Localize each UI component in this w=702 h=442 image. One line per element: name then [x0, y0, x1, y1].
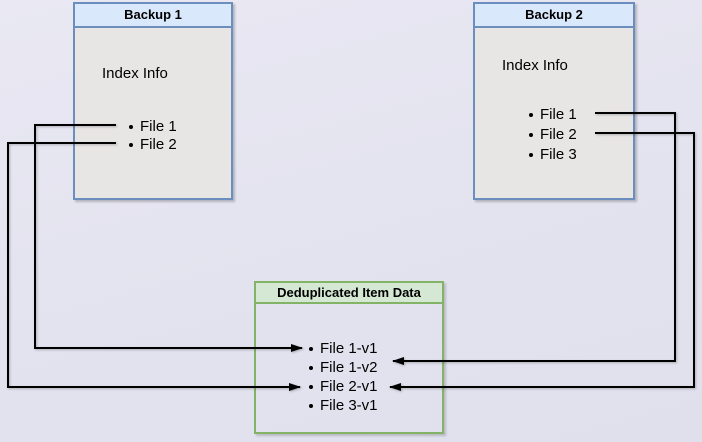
- index-info-label: Index Info: [102, 65, 168, 82]
- node-backup-2: Backup 2 Index Info File 1 File 2 File 3: [473, 2, 635, 200]
- node-backup-2-title: Backup 2: [475, 4, 633, 28]
- list-item: File 2-v1: [308, 377, 378, 396]
- node-backup-1: Backup 1 Index Info File 1 File 2: [73, 2, 233, 200]
- file-list: File 1 File 2 File 3: [528, 105, 577, 165]
- file-list: File 1 File 2: [128, 118, 177, 154]
- list-item: File 1-v2: [308, 358, 378, 377]
- file-list: File 1-v1 File 1-v2 File 2-v1 File 3-v1: [308, 339, 378, 415]
- node-backup-1-title: Backup 1: [75, 4, 231, 28]
- list-item: File 1-v1: [308, 339, 378, 358]
- list-item: File 2: [128, 136, 177, 154]
- list-item: File 1: [128, 118, 177, 136]
- node-deduplicated-item-data: Deduplicated Item Data File 1-v1 File 1-…: [254, 281, 444, 434]
- list-item: File 3-v1: [308, 396, 378, 415]
- list-item: File 3: [528, 145, 577, 165]
- list-item: File 2: [528, 125, 577, 145]
- index-info-label: Index Info: [502, 57, 568, 74]
- list-item: File 1: [528, 105, 577, 125]
- node-deduplicated-item-data-title: Deduplicated Item Data: [256, 283, 442, 304]
